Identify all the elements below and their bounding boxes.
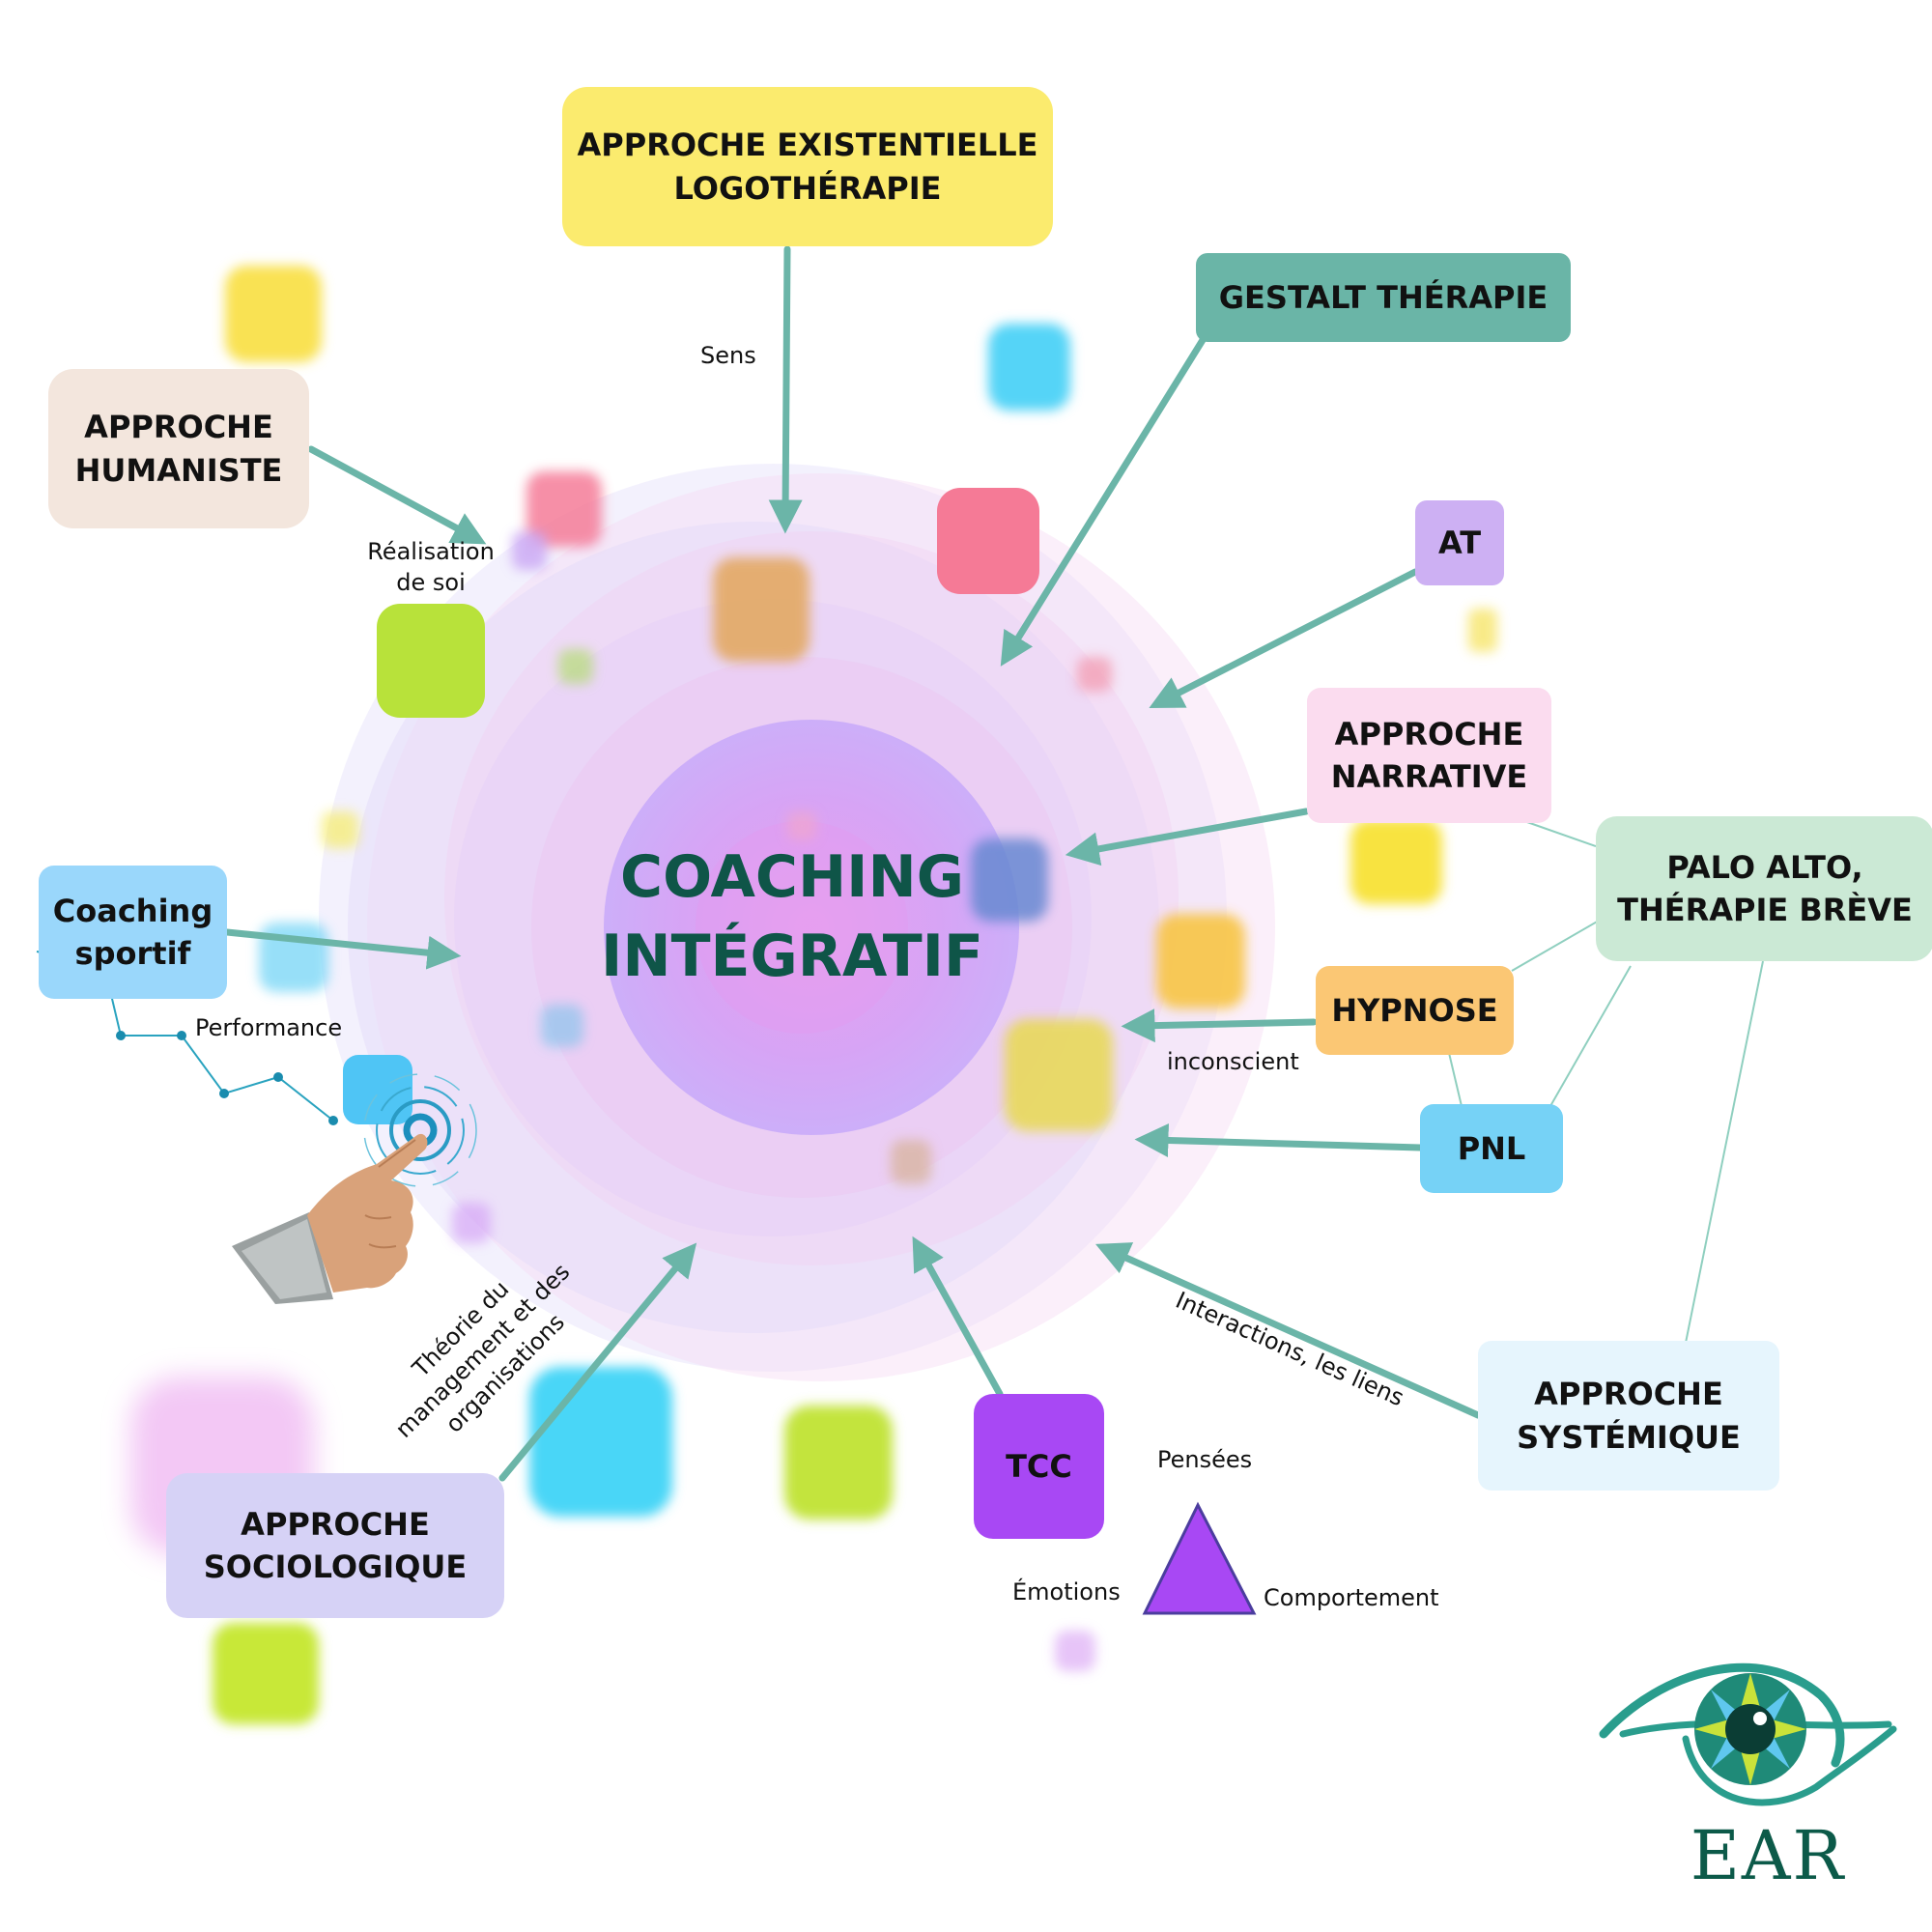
glow-rings [319,464,1275,1381]
pointing-hand-icon [232,1133,428,1304]
node-palo-alto: PALO ALTO, THÉRAPIE BRÈVE [1596,816,1932,961]
node-approche-humaniste: APPROCHE HUMANISTE [48,369,309,528]
label-inconscient: inconscient [1167,1048,1299,1075]
arrow-existentielle [768,245,803,534]
label-emotions: Émotions [1012,1578,1121,1605]
node-gestalt-therapie: GESTALT THÉRAPIE [1196,253,1571,342]
label-performance: Performance [195,1014,343,1041]
ear-logo-icon [1599,1662,1897,1806]
node-approche-existentielle: APPROCHE EXISTENTIELLE LOGOTHÉRAPIE [562,87,1053,246]
node-approche-systemique: APPROCHE SYSTÉMIQUE [1478,1341,1779,1491]
arrow-coaching-sportif [223,928,462,970]
ear-logo-text: EAR [1690,1816,1846,1895]
node-at: AT [1415,500,1504,585]
node-tcc: TCC [974,1394,1104,1539]
tcc-triangle-icon [1142,1501,1257,1615]
label-realisation-de-soi: Réalisation de soi [367,538,495,597]
thin-connectors [1448,820,1764,1344]
arrow-sociologique [498,1242,697,1482]
arrow-systemique [1095,1242,1482,1419]
label-pensees: Pensées [1157,1446,1253,1473]
arrow-gestalt [1000,336,1207,667]
arrow-humaniste [307,445,487,545]
label-comportement: Comportement [1264,1584,1439,1611]
node-coaching-sportif: Coaching sportif [39,866,227,999]
node-approche-narrative: APPROCHE NARRATIVE [1307,688,1551,823]
node-pnl: PNL [1420,1104,1563,1193]
label-sens: Sens [700,342,756,369]
arrow-tcc [912,1236,1004,1398]
arrow-at [1149,568,1419,708]
center-title: COACHING INTÉGRATIF [601,843,983,990]
arrow-hypnose [1121,1009,1318,1043]
node-approche-sociologique: APPROCHE SOCIOLOGIQUE [166,1473,504,1618]
arrow-narrative [1065,808,1310,867]
node-hypnose: HYPNOSE [1316,966,1514,1055]
arrow-pnl [1134,1123,1424,1157]
